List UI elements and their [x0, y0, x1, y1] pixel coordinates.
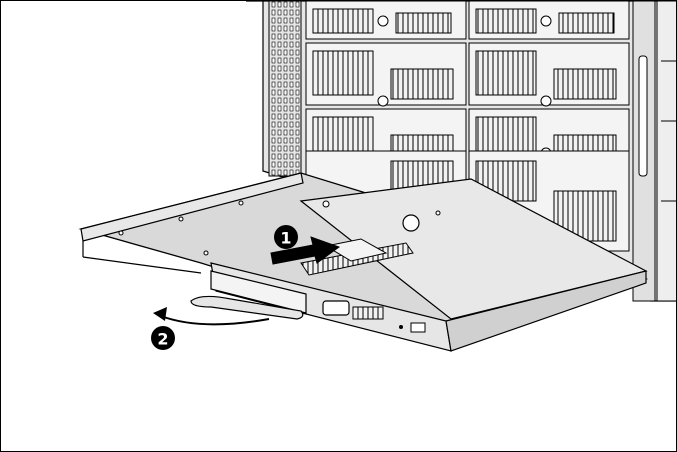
callout-1: 1: [274, 225, 298, 249]
blade: [468, 1, 630, 40]
blade: [468, 42, 630, 107]
callout-2: 2: [151, 326, 175, 350]
callout-2-label: 2: [157, 330, 168, 349]
vga-port-icon: [322, 300, 350, 316]
callout-1-label: 1: [280, 229, 291, 248]
callout-2-badge: [151, 326, 175, 350]
slide-arrow-icon: [270, 236, 341, 265]
release-lever: [190, 270, 307, 320]
blade: [305, 42, 467, 107]
usb-port-icon: [410, 322, 426, 333]
callout-1-badge: [274, 225, 298, 249]
blade: [305, 1, 467, 40]
tray: [78, 172, 649, 352]
rotate-arrow-icon: [153, 307, 270, 326]
vent-slots: [352, 306, 384, 320]
thumbscrew-icon: [402, 214, 420, 232]
enclosure-vent-left: [268, 1, 302, 177]
tray-side-wall: [80, 172, 304, 242]
